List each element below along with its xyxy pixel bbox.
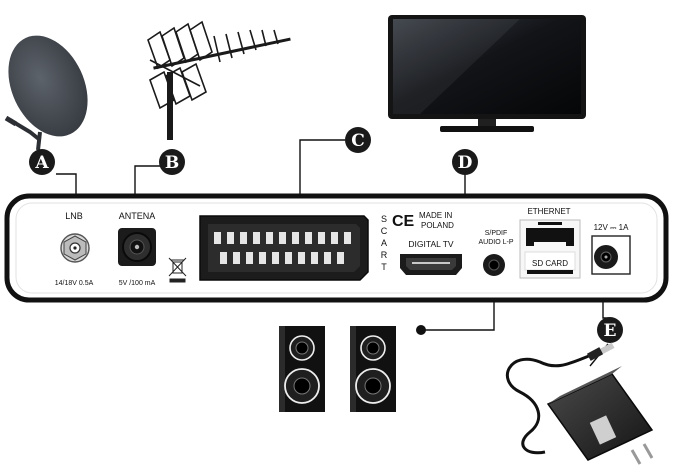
scart-pin — [233, 252, 240, 264]
scart-pin — [246, 252, 253, 264]
ethernet-sd-module: ETHERNET SD CARD — [519, 207, 581, 279]
spdif-line2: AUDIO L-P — [478, 239, 513, 246]
spdif-audio-port: S/PDIF AUDIO L-P — [478, 230, 514, 276]
ce-mark: CE — [392, 213, 415, 230]
scart-pin — [337, 252, 344, 264]
callout-b: B — [159, 149, 185, 175]
callout-c: C — [345, 127, 371, 153]
scart-pin — [324, 252, 331, 264]
made-in-line1: MADE IN — [419, 211, 453, 220]
svg-text:E: E — [604, 321, 617, 341]
antena-spec: 5V /100 mA — [119, 280, 156, 287]
callout-d: D — [452, 149, 478, 175]
power-spec: 12V ⎓ 1A — [594, 223, 630, 232]
right-speaker-icon — [350, 326, 396, 412]
scart-pin — [344, 232, 351, 244]
scart-vertical-label: S C A R T — [381, 214, 388, 272]
antenna-port: ANTENA 5V /100 mA — [118, 211, 156, 287]
scart-letter-s: S — [381, 214, 387, 224]
antena-label: ANTENA — [119, 211, 156, 221]
terrestrial-antenna-icon — [147, 20, 291, 140]
power-adapter-icon — [506, 342, 654, 465]
svg-text:C: C — [351, 131, 365, 151]
sd-card-label: SD CARD — [532, 259, 568, 268]
lnb-label: LNB — [65, 211, 83, 221]
scart-pin — [272, 252, 279, 264]
scart-port — [199, 215, 369, 281]
svg-text:B: B — [165, 153, 179, 173]
scart-pin — [227, 232, 234, 244]
scart-pin — [298, 252, 305, 264]
lnb-spec: 14/18V 0.5A — [55, 280, 94, 287]
scart-pin — [214, 232, 221, 244]
callout-a: A — [29, 149, 55, 175]
spdif-line1: S/PDIF — [485, 230, 508, 237]
scart-pin — [292, 232, 299, 244]
satellite-dish-icon — [4, 35, 88, 151]
scart-letter-a: A — [381, 238, 387, 248]
scart-pin — [266, 232, 273, 244]
weee-bin-icon — [168, 257, 187, 283]
callout-e: E — [597, 317, 623, 343]
ethernet-label: ETHERNET — [527, 207, 570, 216]
scart-pin — [253, 232, 260, 244]
audio-output-node — [416, 325, 426, 335]
svg-text:A: A — [34, 153, 49, 173]
scart-pin — [279, 232, 286, 244]
scart-pin — [220, 252, 227, 264]
scart-pin — [285, 252, 292, 264]
scart-letter-r: R — [381, 250, 388, 260]
svg-text:D: D — [458, 153, 473, 173]
scart-letter-c: C — [381, 226, 388, 236]
made-in-line2: POLAND — [421, 221, 454, 230]
television-icon — [388, 15, 586, 132]
scart-pin — [331, 232, 338, 244]
scart-pin — [318, 232, 325, 244]
scart-pin — [305, 232, 312, 244]
hdmi-port: DIGITAL TV — [400, 239, 462, 275]
scart-pin — [240, 232, 247, 244]
scart-letter-t: T — [381, 262, 387, 272]
scart-pin — [259, 252, 266, 264]
left-speaker-icon — [279, 326, 325, 412]
scart-pin — [311, 252, 318, 264]
digital-tv-label: DIGITAL TV — [408, 239, 454, 249]
lnb-port: LNB 14/18V 0.5A — [55, 211, 94, 287]
power-port: 12V ⎓ 1A — [591, 223, 631, 275]
